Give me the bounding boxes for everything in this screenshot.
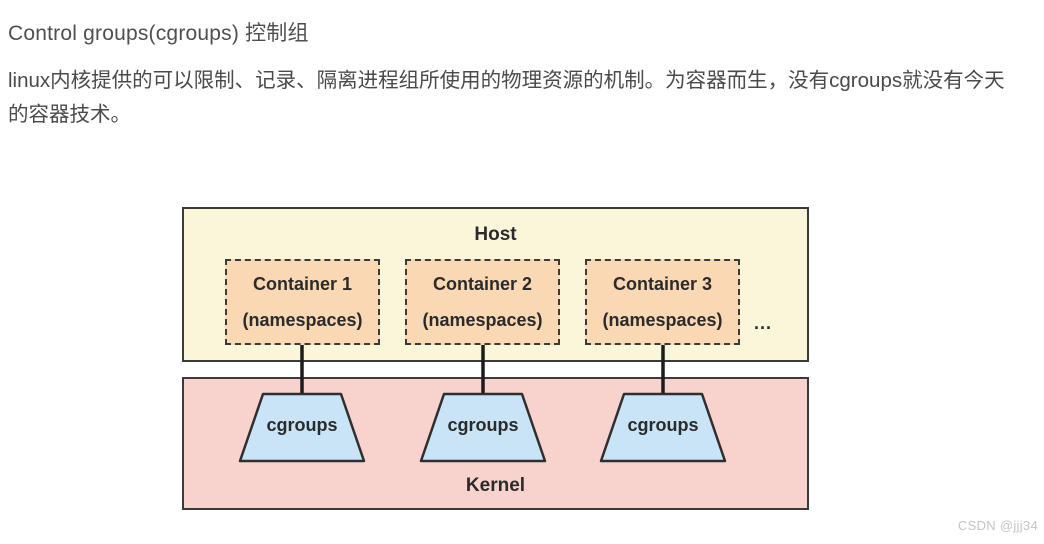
container-2-subtitle: (namespaces) <box>422 309 543 330</box>
container-3-title: Container 3 <box>612 273 713 294</box>
cgroups-diagram: Host Container 1 (namespaces) Container … <box>182 207 809 510</box>
more-containers-ellipsis: ... <box>753 313 772 333</box>
container-1-box: Container 1 (namespaces) <box>225 259 380 345</box>
host-label: Host <box>474 224 517 245</box>
page-title: Control groups(cgroups) 控制组 <box>8 22 309 45</box>
cgroups-label-3: cgroups <box>627 414 699 435</box>
cgroups-label-1: cgroups <box>266 414 338 435</box>
container-1-subtitle: (namespaces) <box>242 309 363 330</box>
body-paragraph: linux内核提供的可以限制、记录、隔离进程组所使用的物理资源的机制。为容器而生… <box>8 69 1005 126</box>
container-1-title: Container 1 <box>252 273 353 294</box>
container-3-box: Container 3 (namespaces) <box>585 259 740 345</box>
container-3-subtitle: (namespaces) <box>602 309 723 330</box>
container-2-title: Container 2 <box>432 273 533 294</box>
cgroups-label-2: cgroups <box>447 414 519 435</box>
kernel-label: Kernel <box>465 475 526 496</box>
csdn-watermark: CSDN @jjj34 <box>957 518 1038 533</box>
container-2-box: Container 2 (namespaces) <box>405 259 560 345</box>
